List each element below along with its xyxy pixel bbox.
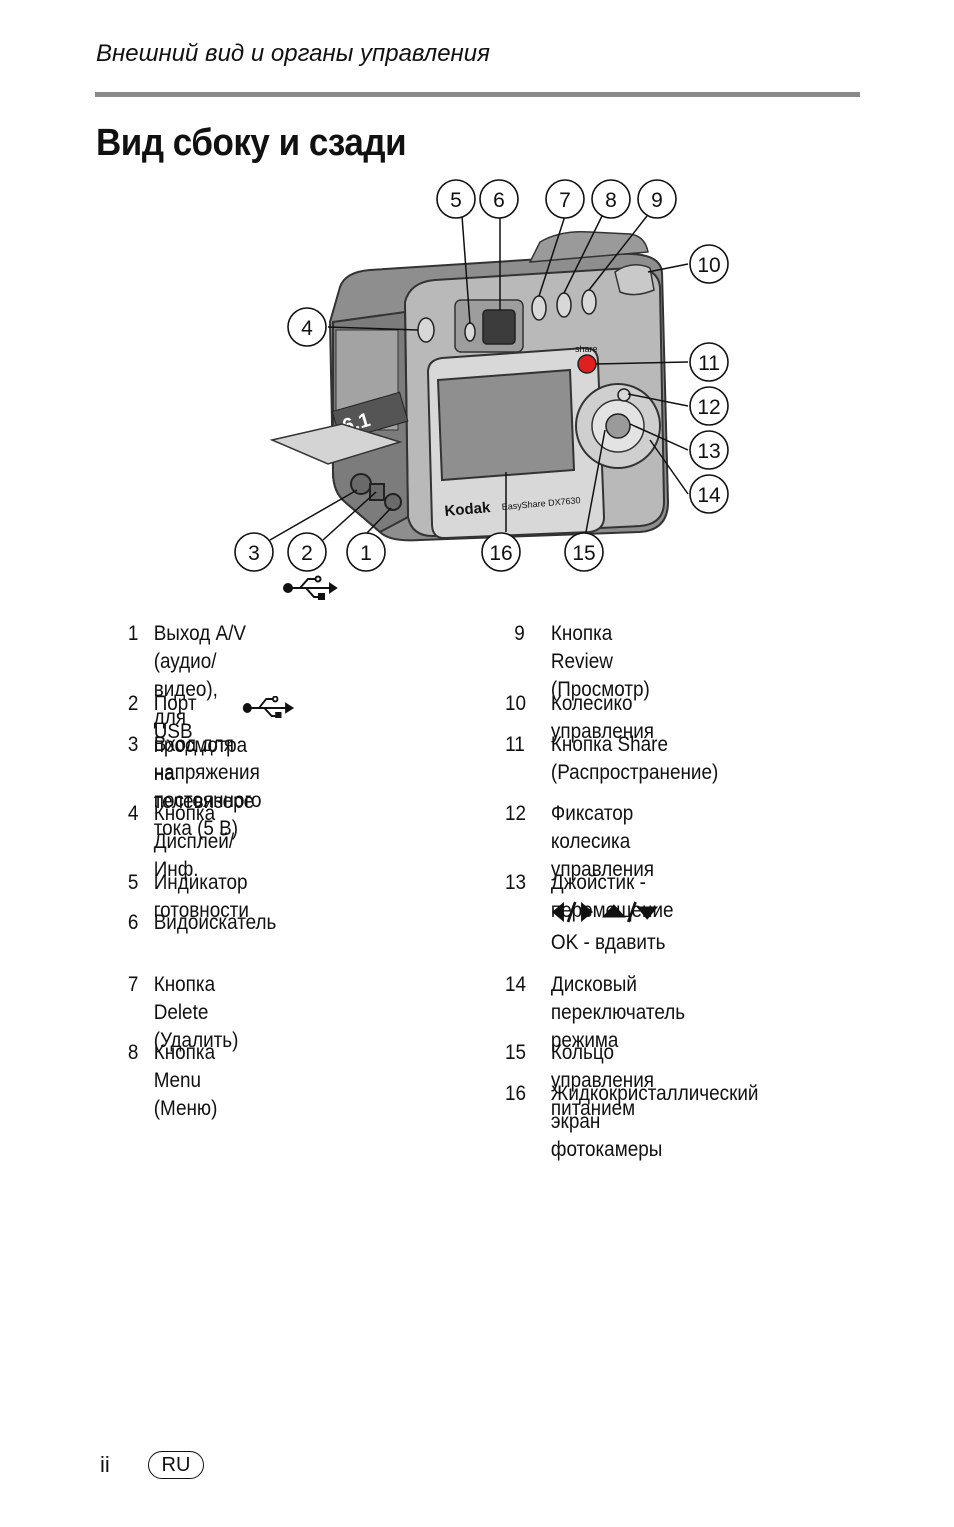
usb-icon <box>242 696 295 718</box>
joystick-arrows-icon <box>551 901 659 923</box>
callout-1: 1 <box>360 542 372 565</box>
legend-item-number: 7 <box>127 973 139 996</box>
legend-item-text: Кнопка Review (Просмотр) <box>550 622 650 701</box>
legend-item-number: 14 <box>505 973 527 996</box>
legend-item-text: Дисковый переключатель режима <box>550 973 686 1052</box>
callout-2: 2 <box>301 542 313 565</box>
language-badge: RU <box>148 1451 204 1479</box>
section-header: Внешний вид и органы управления <box>96 40 490 67</box>
legend-item-number: 15 <box>505 1041 527 1064</box>
page-number: ii <box>100 1452 110 1477</box>
callout-9: 9 <box>651 189 663 212</box>
legend-item-number: 3 <box>127 733 139 756</box>
legend-item-text: Видоискатель <box>153 911 277 934</box>
callout-11: 11 <box>698 352 720 375</box>
legend-item-text: Кнопка Дисплей/Инф. <box>153 802 235 881</box>
legend-item-number: 12 <box>505 802 527 825</box>
legend-item-text: Индикатор готовности <box>153 871 249 922</box>
legend-item-number: 8 <box>127 1041 139 1064</box>
legend-item-number: 10 <box>505 692 527 715</box>
callout-14: 14 <box>697 484 721 507</box>
legend-item-number: 16 <box>505 1082 527 1105</box>
callout-4: 4 <box>301 317 313 340</box>
legend-item-text: Вход для напряжения постоянного тока (5 … <box>153 733 262 840</box>
callout-10: 10 <box>697 254 720 277</box>
legend-item-text: Кнопка Menu (Меню) <box>153 1041 218 1120</box>
legend-item-number: 1 <box>127 622 139 645</box>
legend-item-text: Кнопка Share (Распространение) <box>550 733 719 784</box>
header-rule <box>95 92 860 97</box>
callout-15: 15 <box>572 542 595 565</box>
legend-item-text: Фиксатор колесика управления <box>550 802 654 881</box>
legend-item-text: Жидкокристаллический экран фотокамеры <box>550 1082 759 1161</box>
legend-item-number: 4 <box>127 802 139 825</box>
callout-7: 7 <box>559 189 571 212</box>
legend-item-text: Кольцо управления питанием <box>550 1041 654 1120</box>
callout-5: 5 <box>450 189 462 212</box>
callout-12: 12 <box>697 396 720 419</box>
legend-item-text: Порт USB <box>153 692 197 743</box>
legend-item-text: Выход A/V (аудио/видео), для просмотра н… <box>153 622 255 813</box>
legend-item-number: 11 <box>505 733 525 756</box>
legend-item-number: 13 <box>505 871 527 894</box>
callout-13: 13 <box>697 440 720 463</box>
legend-item-text: Колесико управления <box>550 692 654 743</box>
legend-item-number: 9 <box>514 622 525 645</box>
usb-icon <box>283 575 338 600</box>
callout-16: 16 <box>489 542 512 565</box>
camera-brand-label: Kodak <box>444 499 492 520</box>
legend-item-number: 2 <box>127 692 139 715</box>
joystick-ok-text: OK - вдавить <box>550 931 666 954</box>
callout-8: 8 <box>605 189 617 212</box>
legend-item-text: Кнопка Delete (Удалить) <box>153 973 239 1052</box>
legend-item-number: 5 <box>127 871 139 894</box>
callout-3: 3 <box>248 542 260 565</box>
page-title: Вид сбоку и сзади <box>96 122 407 164</box>
share-label: share <box>575 344 598 354</box>
callout-6: 6 <box>493 189 505 212</box>
legend-item-number: 6 <box>127 911 139 934</box>
camera-figure: 6.1 Kodak EasyShare DX7630 <box>230 172 770 612</box>
camera-illustration: 6.1 Kodak EasyShare DX7630 <box>269 230 670 542</box>
